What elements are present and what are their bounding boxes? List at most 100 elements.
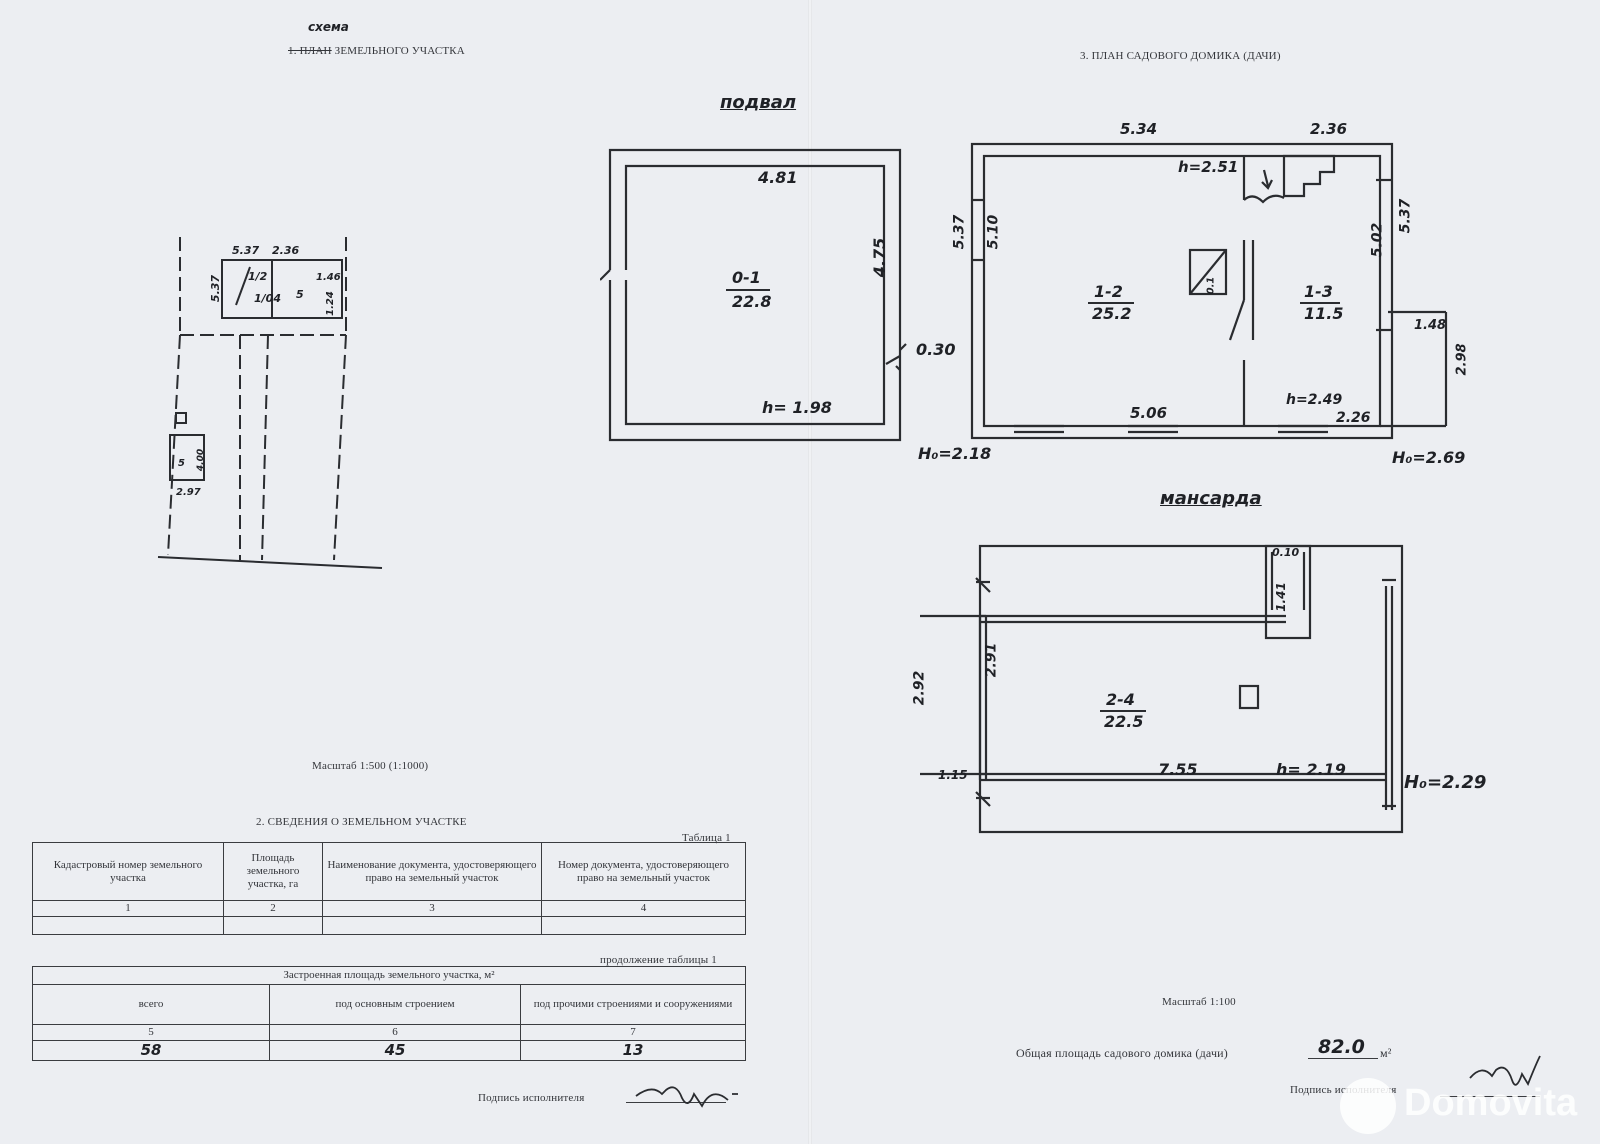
attic-left-outer: 2.92 — [911, 670, 928, 706]
site-scale: Масштаб 1:500 (1:1000) — [312, 760, 429, 772]
shed-width: 2.97 — [176, 487, 201, 498]
attic-offset: 1.15 — [938, 768, 968, 782]
watermark: Domovita — [1404, 1082, 1578, 1124]
porch-width: 1.48 — [1414, 318, 1447, 333]
section2-title: 2. СВЕДЕНИЯ О ЗЕМЕЛЬНОМ УЧАСТКЕ — [256, 816, 467, 828]
basement-room-area: 22.8 — [732, 292, 772, 311]
col-number: 7 — [520, 1024, 746, 1041]
fraction-line — [1100, 710, 1146, 712]
col-number: 6 — [269, 1024, 521, 1041]
attic-H0: Н₀=2.29 — [1404, 772, 1487, 793]
attic-left-inner: 2.91 — [983, 642, 1000, 678]
attic-h: h= 2.19 — [1276, 760, 1346, 779]
ground-right-inner: 5.02 — [1369, 222, 1386, 258]
value-main-building: 45 — [269, 1040, 521, 1061]
basement-plan — [600, 148, 907, 442]
site-label-2: 1/04 — [254, 292, 281, 305]
empty-cell — [322, 916, 542, 935]
col-number: 2 — [223, 900, 323, 917]
site-plan-drawing — [157, 237, 383, 569]
basement-wall: 0.30 — [916, 340, 956, 359]
signature-1 — [635, 1086, 738, 1108]
signature-label-1: Подпись исполнителя — [478, 1092, 585, 1104]
header-other-buildings: под прочими строениями и сооружениями — [520, 984, 746, 1025]
basement-room-id: 0-1 — [732, 268, 761, 287]
ground-H0: Н₀=2.69 — [1392, 448, 1466, 467]
value-total: 58 — [32, 1040, 270, 1061]
watermark-logo-icon — [1340, 1078, 1396, 1134]
header-cadastral: Кадастровый номер земельного участка — [32, 842, 224, 901]
built-area-table: Застроенная площадь земельного участка, … — [32, 966, 746, 1061]
ground-stair-width: 2.36 — [1310, 120, 1348, 138]
total-area-unit: м² — [1380, 1046, 1392, 1060]
struck-word: 1. ПЛАН — [288, 45, 332, 57]
attic-bottom: 7.55 — [1158, 760, 1198, 779]
signature-2 — [1469, 1055, 1541, 1087]
col-number: 5 — [32, 1024, 270, 1041]
header-doc-number: Номер документа, удостоверяющего право н… — [541, 842, 746, 901]
basement-H0: Н₀=2.18 — [918, 444, 992, 463]
basement-height: 4.75 — [870, 237, 890, 278]
fraction-line — [1300, 302, 1340, 304]
attic-label: мансарда — [1160, 488, 1262, 509]
shed-label: 5 — [178, 458, 185, 469]
ground-width-top: 5.34 — [1120, 120, 1158, 138]
table-continuation: продолжение таблицы 1 — [600, 954, 718, 966]
room-1-3-id: 1-3 — [1304, 282, 1333, 301]
house-scale: Масштаб 1:100 — [1162, 996, 1236, 1008]
fraction-line — [1088, 302, 1134, 304]
site-dim-5: 1.24 — [324, 291, 336, 316]
attic-plan — [920, 544, 1404, 834]
header-doc-name: Наименование документа, удостоверяющего … — [322, 842, 542, 901]
table-label: Таблица 1 — [682, 832, 731, 844]
empty-cell — [223, 916, 323, 935]
section1-title: 1. ПЛАН ЗЕМЕЛЬНОГО УЧАСТКА — [288, 45, 465, 57]
site-dim-4: 1.46 — [316, 272, 341, 283]
fraction-line — [726, 289, 770, 291]
ground-bottom-right: 2.26 — [1336, 410, 1371, 426]
ground-h1: h=2.51 — [1178, 158, 1239, 176]
stove-label: 0.1 — [1205, 276, 1217, 295]
signature-line-2 — [1440, 1096, 1540, 1097]
shed-dim: 4.00 — [196, 448, 207, 472]
site-label-3: 5 — [296, 288, 304, 301]
ground-left-inner: 5.10 — [985, 214, 1002, 250]
room-2-4-area: 22.5 — [1104, 712, 1144, 731]
header-main-building: под основным строением — [269, 984, 521, 1025]
value-other-buildings: 13 — [520, 1040, 746, 1061]
site-dim-1: 5.37 — [232, 244, 260, 257]
site-label-1: 1/2 — [248, 270, 268, 283]
signature-line-1 — [626, 1102, 726, 1103]
total-area-line — [1308, 1058, 1378, 1059]
room-2-4-id: 2-4 — [1106, 690, 1135, 709]
col-number: 3 — [322, 900, 542, 917]
ground-right-outer: 5.37 — [1397, 198, 1414, 234]
total-area-label: Общая площадь садового домика (дачи) — [1016, 1046, 1228, 1060]
empty-cell — [541, 916, 746, 935]
empty-cell — [32, 916, 224, 935]
section3-title: 3. ПЛАН САДОВОГО ДОМИКА (ДАЧИ) — [1080, 50, 1281, 62]
land-table: Кадастровый номер земельного участка Пло… — [32, 842, 746, 935]
attic-box-h: 1.41 — [1273, 582, 1288, 612]
total-area-value: 82.0 — [1318, 1036, 1365, 1058]
site-dim-2: 2.36 — [272, 244, 300, 257]
ground-floor-plan — [970, 142, 1448, 440]
title-correction: схема — [308, 20, 349, 34]
header-total: всего — [32, 984, 270, 1025]
ground-left-outer: 5.37 — [951, 214, 968, 250]
header-area: Площадь земельного участка, га — [223, 842, 323, 901]
basement-h: h= 1.98 — [762, 398, 832, 417]
col-number: 4 — [541, 900, 746, 917]
site-dim-3: 5.37 — [209, 274, 223, 303]
porch-height: 2.98 — [1454, 343, 1470, 376]
ground-bottom: 5.06 — [1130, 404, 1168, 422]
attic-box: 0.10 — [1272, 546, 1300, 559]
basement-width: 4.81 — [758, 168, 798, 187]
page-fold — [808, 0, 812, 1144]
room-1-2-area: 25.2 — [1092, 304, 1132, 323]
room-1-3-area: 11.5 — [1304, 304, 1344, 323]
built-area-title: Застроенная площадь земельного участка, … — [32, 966, 746, 985]
ground-h2: h=2.49 — [1286, 392, 1343, 408]
basement-label: подвал — [720, 92, 797, 113]
title-rest: ЗЕМЕЛЬНОГО УЧАСТКА — [334, 45, 465, 57]
